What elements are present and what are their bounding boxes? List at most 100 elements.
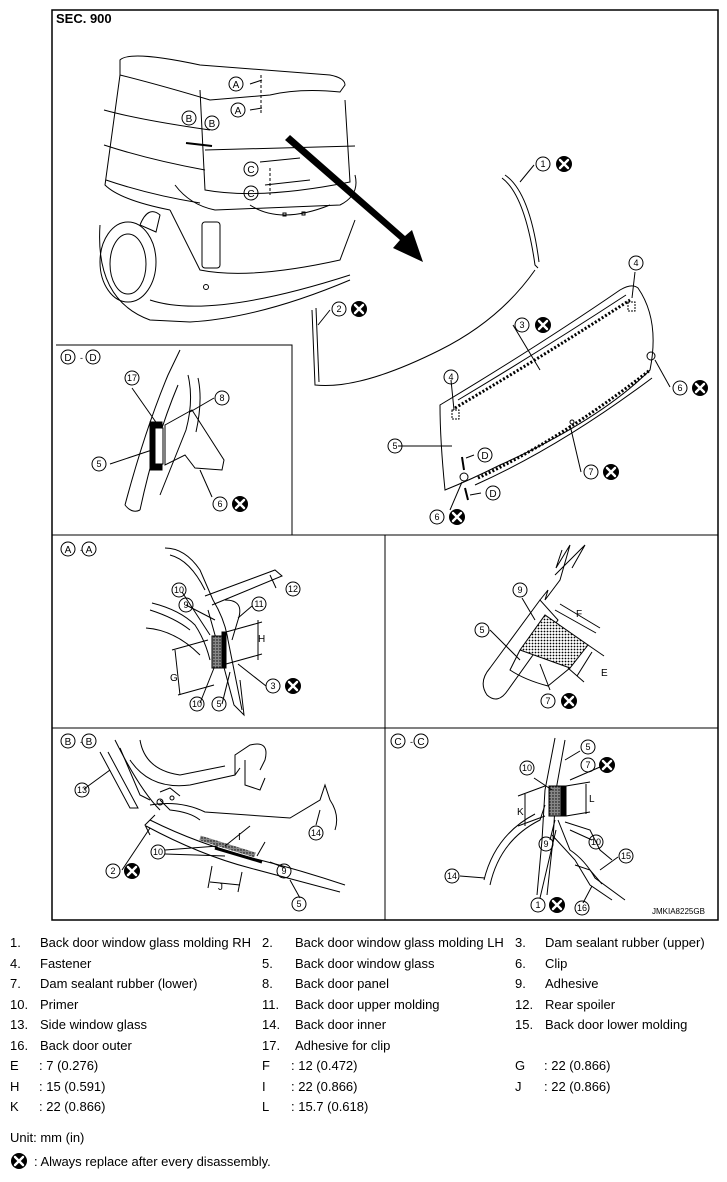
callout-9: 9 (543, 839, 548, 849)
callout-9: 9 (183, 600, 188, 610)
replace-note-text: : Always replace after every disassembly… (34, 1153, 271, 1169)
legend-number: 3. (515, 935, 526, 950)
dimension-key: E (10, 1058, 19, 1073)
legend-number: 5. (262, 955, 273, 971)
callout-b: B (65, 737, 72, 748)
numbered-callouts: 1 2 3 4 4 5 6 7 6 D D D - D 17 8 5 6 A -… (60, 154, 710, 916)
callout-13: 13 (77, 785, 87, 795)
callout-7: 7 (588, 467, 593, 477)
callout-10: 10 (192, 699, 202, 709)
dimension-key: H (10, 1078, 20, 1094)
callout-a: A (65, 545, 72, 556)
legend-text: Back door window glass (295, 955, 435, 971)
callout-7: 7 (585, 760, 590, 770)
callout-b: B (209, 119, 216, 130)
replace-icon (349, 299, 369, 319)
callout-d: D (64, 353, 71, 364)
callout-16: 16 (577, 903, 587, 913)
callout-5: 5 (296, 899, 301, 909)
callout-d: D (89, 353, 96, 364)
legend-number: 8. (262, 976, 273, 991)
diagram-svg: A A B B C C (51, 9, 719, 921)
callout-d: D (481, 451, 488, 462)
legend-text: Side window glass (40, 1017, 147, 1032)
callout-4: 4 (633, 258, 638, 268)
legend-number: 12. (515, 996, 534, 1012)
dim-k: K (517, 807, 524, 818)
legend-text: Adhesive for clip (295, 1037, 391, 1053)
replace-icon (547, 895, 567, 915)
callout-3: 3 (519, 320, 524, 330)
dimension-value: : 22 (0.866) (39, 1099, 106, 1114)
replace-icon (533, 315, 553, 335)
callout-5: 5 (96, 459, 101, 469)
section-dd-drawing (109, 349, 225, 512)
replace-icon (554, 154, 574, 174)
section-label: SEC. 900 (56, 11, 112, 26)
svg-text:-: - (80, 353, 83, 363)
callout-10: 10 (522, 763, 532, 773)
dimension-value: : 22 (0.866) (544, 1058, 611, 1073)
legend-number: 2. (262, 935, 273, 950)
callout-a: A (235, 106, 242, 117)
callout-5: 5 (392, 441, 397, 451)
replace-icon (597, 755, 617, 775)
exploded-parts (311, 164, 671, 511)
callout-5: 5 (585, 742, 590, 752)
legend-number: 17. (262, 1037, 281, 1053)
replace-icon (230, 494, 250, 514)
svg-text:-: - (80, 545, 83, 555)
replace-icon (447, 507, 467, 527)
callout-d: D (489, 489, 496, 500)
dim-e: E (601, 668, 608, 679)
dimension-value: : 15.7 (0.618) (291, 1099, 369, 1114)
replace-icon (690, 378, 710, 398)
dimension-key: K (10, 1099, 19, 1114)
dimension-key: I (262, 1078, 266, 1094)
callout-10: 10 (153, 847, 163, 857)
callout-1: 1 (535, 900, 540, 910)
dimension-value: : 12 (0.472) (291, 1058, 358, 1073)
dimension-key: J (515, 1078, 522, 1094)
callout-c: C (417, 737, 424, 748)
figure-code: JMKIA8225GB (652, 907, 705, 916)
callout-3: 3 (270, 681, 275, 691)
legend-text: Dam sealant rubber (lower) (40, 976, 198, 991)
section-cc-drawing (459, 737, 626, 904)
callout-c: C (247, 165, 254, 176)
vehicle-rear-illustration (99, 55, 357, 323)
callout-14: 14 (447, 871, 457, 881)
panel-dd-border (56, 344, 293, 535)
section-aa-drawing (145, 547, 283, 717)
legend-text: Adhesive (545, 976, 599, 991)
callout-10: 10 (591, 837, 601, 847)
dimension-key: L (262, 1099, 270, 1114)
callout-9: 9 (281, 866, 286, 876)
legend-number: 7. (10, 976, 21, 991)
replace-icon (601, 462, 621, 482)
callout-a: A (86, 545, 93, 556)
legend-number: 11. (262, 996, 280, 1012)
dimension-value: : 15 (0.591) (39, 1078, 106, 1094)
dim-j: J (218, 882, 223, 893)
legend-text: Rear spoiler (545, 996, 616, 1012)
callout-11: 11 (254, 599, 263, 609)
callout-14: 14 (311, 828, 321, 838)
replace-icon (559, 691, 579, 711)
legend-number: 9. (515, 976, 526, 991)
callout-c: C (394, 737, 401, 748)
unit-label: Unit: mm (in) (10, 1130, 85, 1145)
legend-number: 16. (10, 1037, 29, 1053)
callout-6: 6 (434, 512, 439, 522)
legend-number: 1. (10, 935, 21, 950)
callout-5: 5 (216, 699, 221, 709)
legend-text: Back door outer (40, 1037, 132, 1053)
legend-text: Back door window glass molding RH (40, 935, 251, 950)
legend-text: Primer (40, 996, 79, 1012)
legend-text: Back door inner (295, 1017, 387, 1032)
dim-g: G (170, 673, 178, 684)
dim-i: I (238, 832, 241, 843)
legend-number: 15. (515, 1017, 534, 1032)
legend-text: Back door upper molding (295, 996, 440, 1012)
legend-text: Clip (545, 955, 568, 971)
